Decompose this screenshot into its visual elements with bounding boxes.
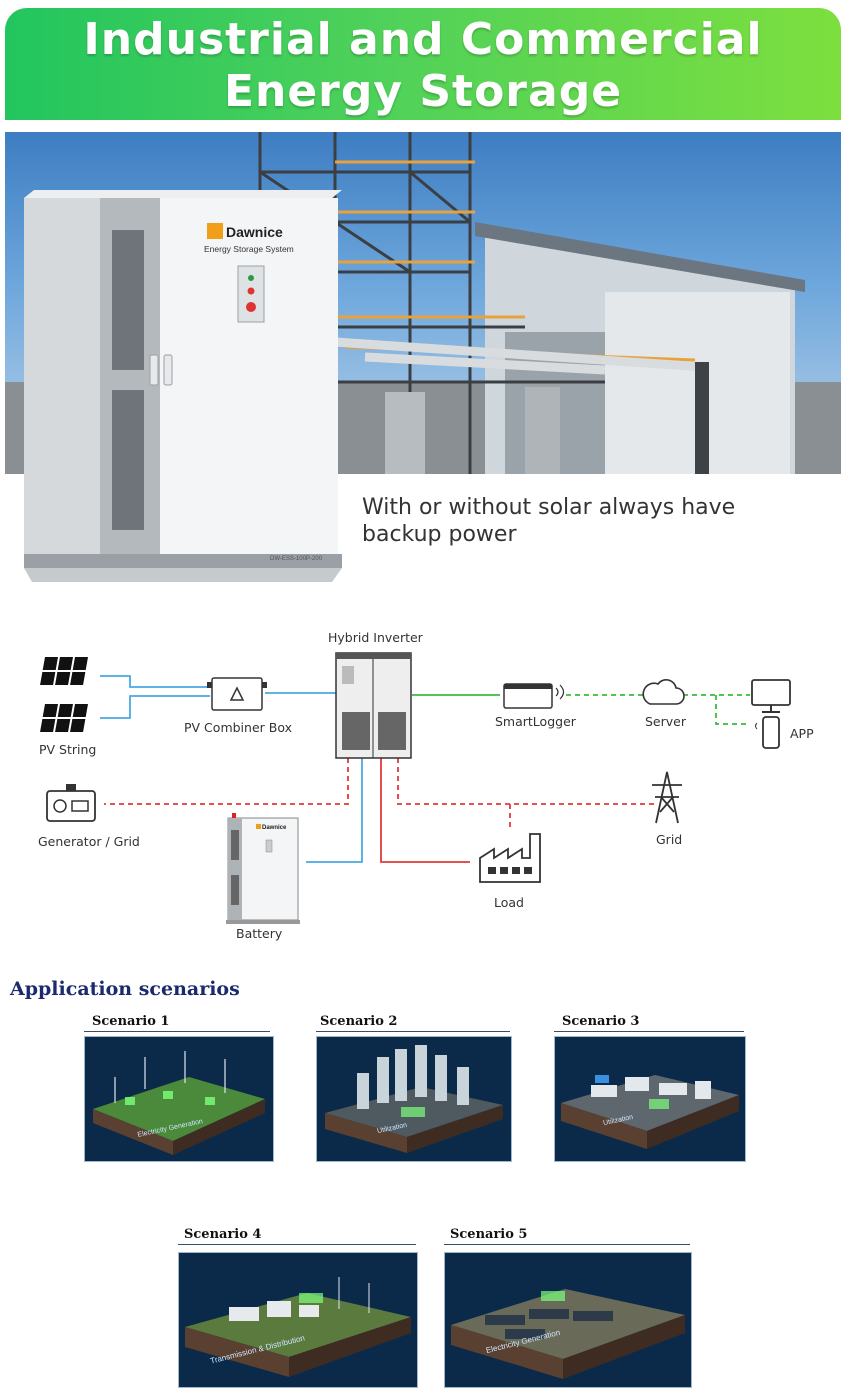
smartlogger-label: SmartLogger <box>495 714 577 729</box>
scenario-1-label: Scenario 1 <box>92 1014 170 1029</box>
header-banner <box>5 8 841 120</box>
hybrid-inverter-label: Hybrid Inverter <box>328 630 424 645</box>
system-diagram: PV String PV Combiner Box Hybrid Inverte… <box>38 630 814 941</box>
hero-tagline-line-1: With or without solar always have <box>362 495 736 520</box>
transmission-tower-icon <box>652 771 682 824</box>
phone-icon <box>755 716 780 749</box>
pv-string-label: PV String <box>39 742 96 757</box>
scenario-2-rule <box>316 1031 510 1032</box>
cabinet-model: DW-ESS-100P-200 <box>270 556 322 562</box>
page-title-line-2: Energy Storage <box>223 66 623 117</box>
dc-connections <box>100 675 363 863</box>
scenario-2-label: Scenario 2 <box>320 1014 398 1029</box>
scenario-1-rule <box>84 1031 270 1032</box>
hybrid-inverter-icon <box>335 652 412 759</box>
cabinet-subtitle: Energy Storage System <box>204 244 294 254</box>
scenario-3-rule <box>554 1031 744 1032</box>
scenario-4-label: Scenario 4 <box>184 1227 262 1242</box>
scenario-1-illustration <box>85 1037 273 1161</box>
app-label: APP <box>790 726 814 741</box>
smartlogger-icon <box>503 683 565 709</box>
cabinet-illustration <box>24 182 342 582</box>
scenario-2-illustration <box>317 1037 511 1161</box>
monitor-icon <box>751 679 791 713</box>
combiner-box-icon <box>207 677 267 711</box>
battery-brand: Dawnice <box>262 825 287 831</box>
cabinet-brand: Dawnice <box>226 224 283 240</box>
solar-panel-icon <box>40 657 88 732</box>
pv-combiner-label: PV Combiner Box <box>184 720 292 735</box>
battery-cabinet-icon <box>226 813 300 924</box>
scenario-3-label: Scenario 3 <box>562 1014 640 1029</box>
page-title: Industrial and Commercial Energy Storage <box>5 14 841 118</box>
scenario-5-label: Scenario 5 <box>450 1227 528 1242</box>
cloud-icon <box>642 679 685 705</box>
page-title-line-1: Industrial and Commercial <box>83 14 763 65</box>
energy-storage-cabinet: Dawnice Energy Storage System DW-ESS-100… <box>24 182 342 586</box>
grid-label: Grid <box>656 832 682 847</box>
scenario-2-image: Utilization <box>316 1036 512 1162</box>
scenario-5-image: Electricity Generation <box>444 1252 692 1388</box>
scenario-4-image: Transmission & Distribution <box>178 1252 418 1388</box>
application-scenarios-title: Application scenarios <box>10 978 240 1000</box>
scenario-5-illustration <box>445 1253 691 1387</box>
scenario-1-image: Electricity Generation <box>84 1036 274 1162</box>
server-label: Server <box>645 714 687 729</box>
ac-dashed-connections <box>104 758 655 830</box>
battery-label: Battery <box>236 926 283 941</box>
hero-tagline-line-2: backup power <box>362 522 517 547</box>
scenario-5-rule <box>444 1244 690 1245</box>
ac-connections <box>380 758 470 863</box>
hero-tagline: With or without solar always have backup… <box>362 494 822 548</box>
comm-dashed-connections <box>566 694 750 725</box>
generator-label: Generator / Grid <box>38 834 140 849</box>
factory-icon <box>479 833 541 883</box>
scenario-3-image: Utilization <box>554 1036 746 1162</box>
generator-icon <box>46 784 96 822</box>
scenario-4-rule <box>178 1244 416 1245</box>
scenario-4-illustration <box>179 1253 417 1387</box>
scenario-3-illustration <box>555 1037 745 1161</box>
load-label: Load <box>494 895 524 910</box>
